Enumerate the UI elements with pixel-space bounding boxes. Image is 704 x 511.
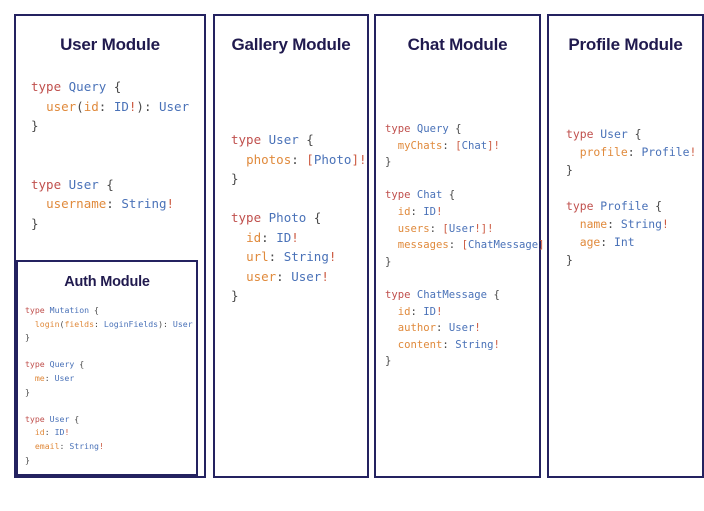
module-title-chat: Chat Module <box>407 35 508 54</box>
schema-code-auth: type Mutation { login(fields: LoginField… <box>25 305 193 465</box>
module-title-auth: Auth Module <box>64 274 150 290</box>
module-card-gallery[interactable]: Gallery Module type User { photos: [Phot… <box>213 14 369 478</box>
module-card-auth[interactable]: Auth Module type Mutation { login(fields… <box>16 260 198 476</box>
module-title-profile: Profile Module <box>568 35 683 54</box>
module-card-chat[interactable]: Chat Module type Query { myChats: [Chat]… <box>374 14 551 478</box>
module-title-user: User Module <box>60 35 160 54</box>
schema-code-profile: type User { profile: Profile! } type Pro… <box>566 127 697 267</box>
schema-code-gallery: type User { photos: [Photo]! } type Phot… <box>231 132 367 303</box>
module-card-profile[interactable]: Profile Module type User { profile: Prof… <box>547 14 704 478</box>
module-title-gallery: Gallery Module <box>231 35 351 54</box>
module-card-user[interactable]: User Module type Query { user(id: ID!): … <box>14 14 206 478</box>
schema-code-user: type Query { user(id: ID!): User } type … <box>31 79 190 231</box>
schema-code-chat: type Query { myChats: [Chat]! } type Cha… <box>385 123 551 368</box>
